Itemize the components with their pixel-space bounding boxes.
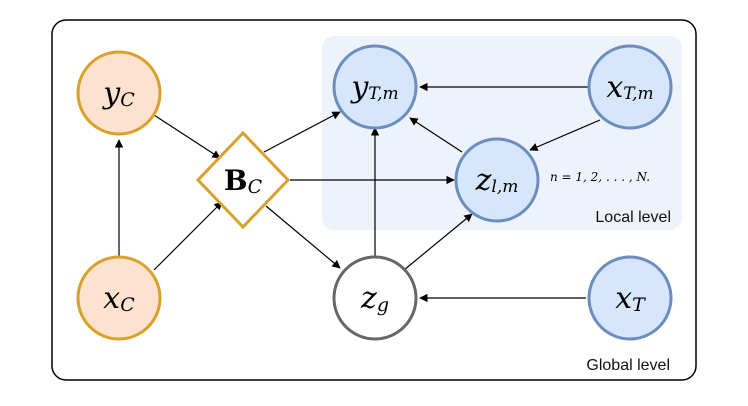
- node-xC-label: xC: [103, 281, 135, 317]
- node-xT: [587, 255, 673, 341]
- edge-zg-zlm: [403, 213, 473, 271]
- node-xC: [76, 255, 162, 341]
- node-xTm: [587, 44, 673, 130]
- edge-BC-zg: [265, 205, 341, 269]
- node-yC: [76, 50, 162, 136]
- node-zlm-label: zl,m: [475, 163, 519, 198]
- node-yC-label: yC: [101, 76, 135, 112]
- node-BC: [195, 130, 291, 230]
- node-xT-label: xT: [615, 281, 646, 317]
- node-BC-label: BC: [224, 164, 263, 199]
- local-level-label: Local level: [595, 209, 671, 226]
- edge-BC-yTm: [263, 111, 341, 153]
- plate-range-label: n = 1, 2, . . . , N.: [550, 170, 650, 184]
- edges: [114, 82, 601, 303]
- node-xTm-label: xT,m: [606, 70, 653, 105]
- node-zg: [332, 255, 418, 341]
- edge-yC-BC: [153, 114, 221, 159]
- node-zlm: [454, 137, 540, 223]
- node-zg-label: zg: [360, 281, 389, 317]
- global-level-label: Global level: [586, 357, 670, 374]
- edge-xC-BC: [153, 201, 223, 271]
- edge-zlm-yTm: [409, 117, 463, 153]
- edge-xTm-zlm: [529, 119, 601, 151]
- node-yTm: [332, 44, 418, 130]
- node-yTm-label: yT,m: [349, 70, 398, 105]
